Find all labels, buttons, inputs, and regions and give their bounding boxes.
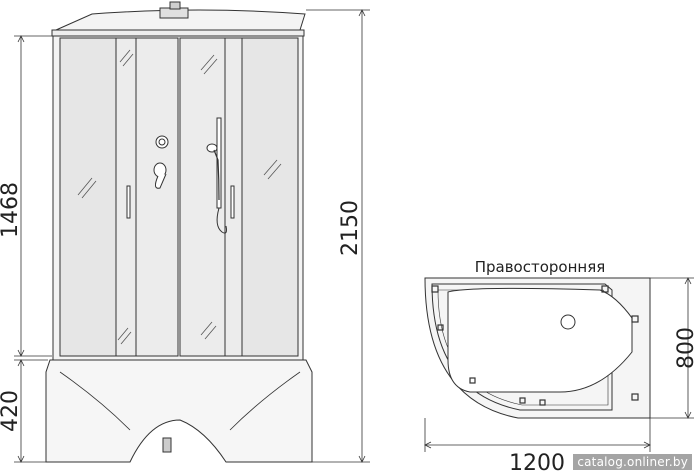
control-knob (155, 135, 169, 149)
mixer-lever (154, 173, 167, 189)
roof-rim (51, 29, 305, 37)
dim-plan-width: 1200 (509, 451, 565, 474)
frame-brackets (431, 285, 639, 406)
glass-panel-right (241, 37, 299, 357)
plan-title: Правосторонняя (475, 258, 606, 276)
door-left (115, 37, 179, 357)
dim-base-height: 420 (0, 390, 23, 432)
front-view (45, 1, 313, 463)
shower-tray (45, 359, 313, 463)
watermark: catalog.onliner.by (573, 454, 692, 470)
front-dimensions (14, 9, 370, 463)
dim-plan-depth: 800 (674, 327, 699, 369)
basin (447, 287, 633, 393)
drain (560, 314, 576, 330)
shower-head (206, 143, 218, 153)
glass-reflections (77, 49, 282, 345)
dim-total-height: 2150 (338, 200, 363, 256)
shower-hose (216, 207, 227, 234)
plan-view (424, 277, 694, 452)
glass-panel-left (59, 37, 117, 357)
door-handle-left (126, 185, 131, 219)
dim-upper-height: 1468 (0, 182, 23, 238)
door-handle-right (230, 185, 235, 219)
roof-dome (55, 9, 306, 31)
tray-foot (162, 437, 172, 453)
